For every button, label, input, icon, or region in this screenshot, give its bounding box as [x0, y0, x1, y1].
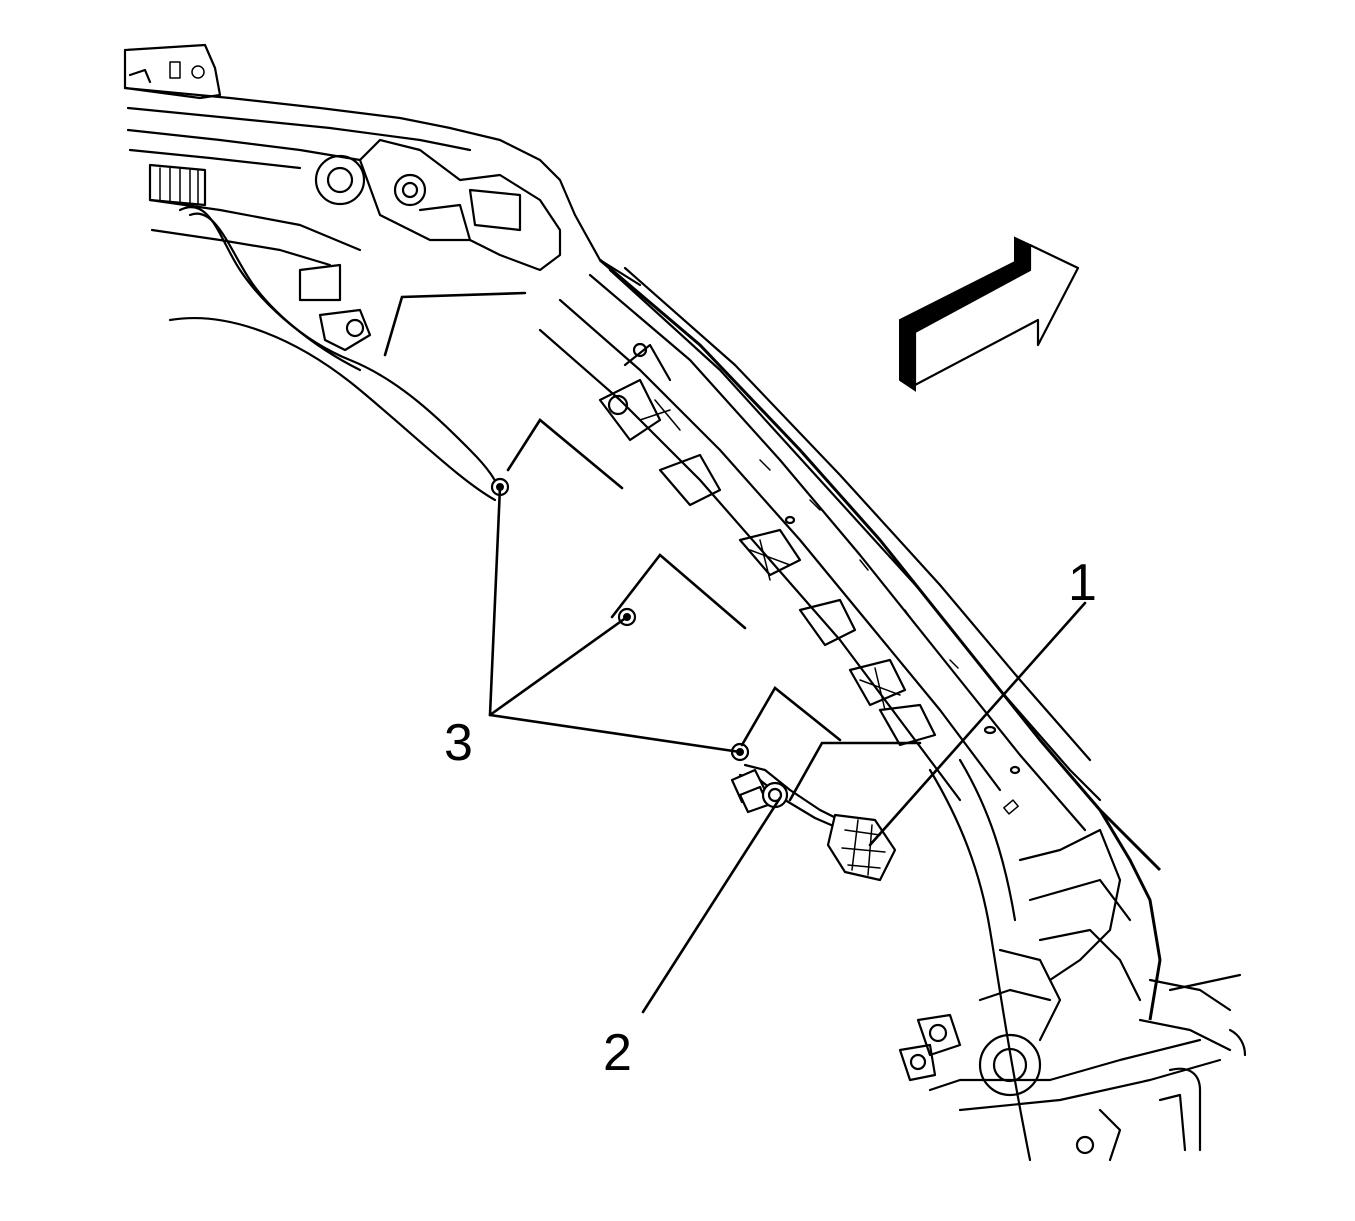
leader-lines [383, 291, 1087, 1014]
body-structure [123, 43, 1247, 1162]
leader-3a [488, 485, 502, 717]
retainer-clips [490, 477, 750, 762]
leader-3b [488, 615, 629, 717]
callout-3: 3 [444, 714, 473, 772]
front-direction-arrow-icon [899, 236, 1080, 392]
leader-2 [641, 796, 782, 1014]
callout-2: 2 [603, 1024, 632, 1082]
leader-1 [868, 601, 1087, 847]
callout-1: 1 [1068, 554, 1097, 612]
leader-3c [488, 713, 742, 754]
harness-connector [730, 763, 897, 882]
